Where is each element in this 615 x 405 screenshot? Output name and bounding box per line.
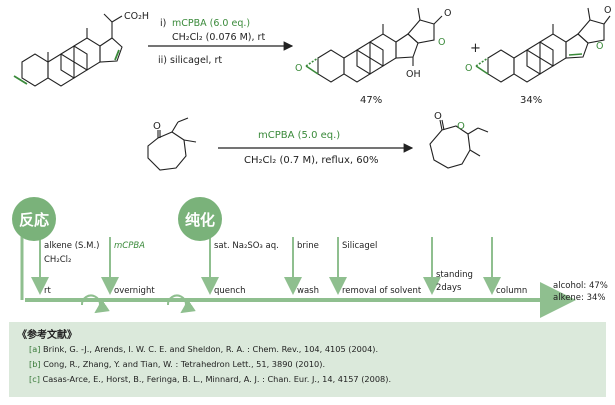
result-alkene: alkene: 34% [553, 293, 606, 303]
flow-sm-solvent: CH₂Cl₂ [44, 255, 71, 265]
flow-removal: removal of solvent [342, 286, 422, 296]
reference-text: Casas-Arce, E., Horst, B., Feringa, B. L… [42, 374, 392, 384]
reaction1-step1-prefix: i) [160, 18, 166, 29]
reaction2-prod-carbonyl-o: O [434, 111, 442, 122]
flow-brine: brine [297, 241, 319, 251]
result-alcohol: alcohol: 47% [553, 281, 608, 291]
stir-icon [80, 294, 110, 314]
flow-wash: wash [297, 286, 319, 296]
product1-oh: OH [406, 69, 421, 80]
reaction-circle [12, 197, 56, 241]
references-title: 《参考文献》 [17, 330, 77, 341]
product1-lactone-o: O [438, 37, 445, 48]
flow-silicagel: Silicagel [342, 241, 377, 251]
reference-tag: [a] [29, 344, 41, 354]
flow-overnight: overnight [114, 286, 155, 296]
flow-rt: rt [44, 286, 51, 296]
product1-yield: 47% [360, 95, 382, 106]
references-box: 《参考文献》 [a] Brink, G. -J., Arends, I. W. … [9, 322, 606, 397]
reaction2-solvent: CH₂Cl₂ (0.7 M), reflux, 60% [244, 155, 379, 166]
flow-2days: 2days [436, 283, 462, 293]
reaction1-solvent: CH₂Cl₂ (0.076 M), rt [172, 32, 265, 43]
purification-label: 纯化 [185, 211, 215, 229]
reference-item: [b] Cong, R., Zhang, Y. and Tian, W. : T… [29, 359, 325, 369]
reaction1-step2: ii) silicagel, rt [158, 55, 222, 66]
reference-item: [c] Casas-Arce, E., Horst, B., Feringa, … [29, 374, 391, 384]
reference-text: Brink, G. -J., Arends, I. W. C. E. and S… [43, 344, 379, 354]
flow-quench: quench [214, 286, 245, 296]
flow-mcpba: mCPBA [114, 241, 145, 251]
stir-icon [166, 294, 196, 314]
flow-diagram: 反応 纯化 alkene (S.M.) CH₂Cl₂ mCPBA sat. Na… [12, 197, 608, 318]
cycloheptanone-starting-material [147, 117, 197, 171]
product2-structure [475, 7, 611, 83]
flow-na2so3: sat. Na₂SO₃ aq. [214, 241, 279, 251]
flow-sm: alkene (S.M.) [44, 241, 100, 251]
plus-sign: + [470, 41, 481, 56]
reaction-label: 反応 [19, 211, 49, 229]
reaction2-reagent: mCPBA (5.0 eq.) [258, 130, 340, 141]
reference-text: Cong, R., Zhang, Y. and Tian, W. : Tetra… [43, 359, 326, 369]
reaction1-reagent: mCPBA (6.0 eq.) [172, 18, 250, 29]
flow-standing: standing [436, 270, 473, 280]
purification-circle [178, 197, 222, 241]
reference-tag: [b] [29, 359, 41, 369]
steroid-starting-material [13, 13, 123, 87]
product2-yield: 34% [520, 95, 542, 106]
product2-epoxide-o: O [465, 63, 472, 74]
reaction2-prod-ring-o: O [457, 121, 465, 132]
co2h-label: CO₂H [124, 11, 149, 22]
product1-carbonyl-o: O [444, 8, 451, 19]
product1-epoxide-o: O [295, 63, 302, 74]
reaction2-sm-o: O [153, 121, 161, 132]
reference-item: [a] Brink, G. -J., Arends, I. W. C. E. a… [29, 344, 378, 354]
product2-carbonyl-o: O [604, 5, 611, 16]
product2-lactone-o: O [596, 41, 603, 52]
product1-structure [305, 7, 443, 83]
flow-column: column [496, 286, 527, 296]
reference-tag: [c] [29, 374, 40, 384]
lactone-product-structure [429, 119, 489, 169]
